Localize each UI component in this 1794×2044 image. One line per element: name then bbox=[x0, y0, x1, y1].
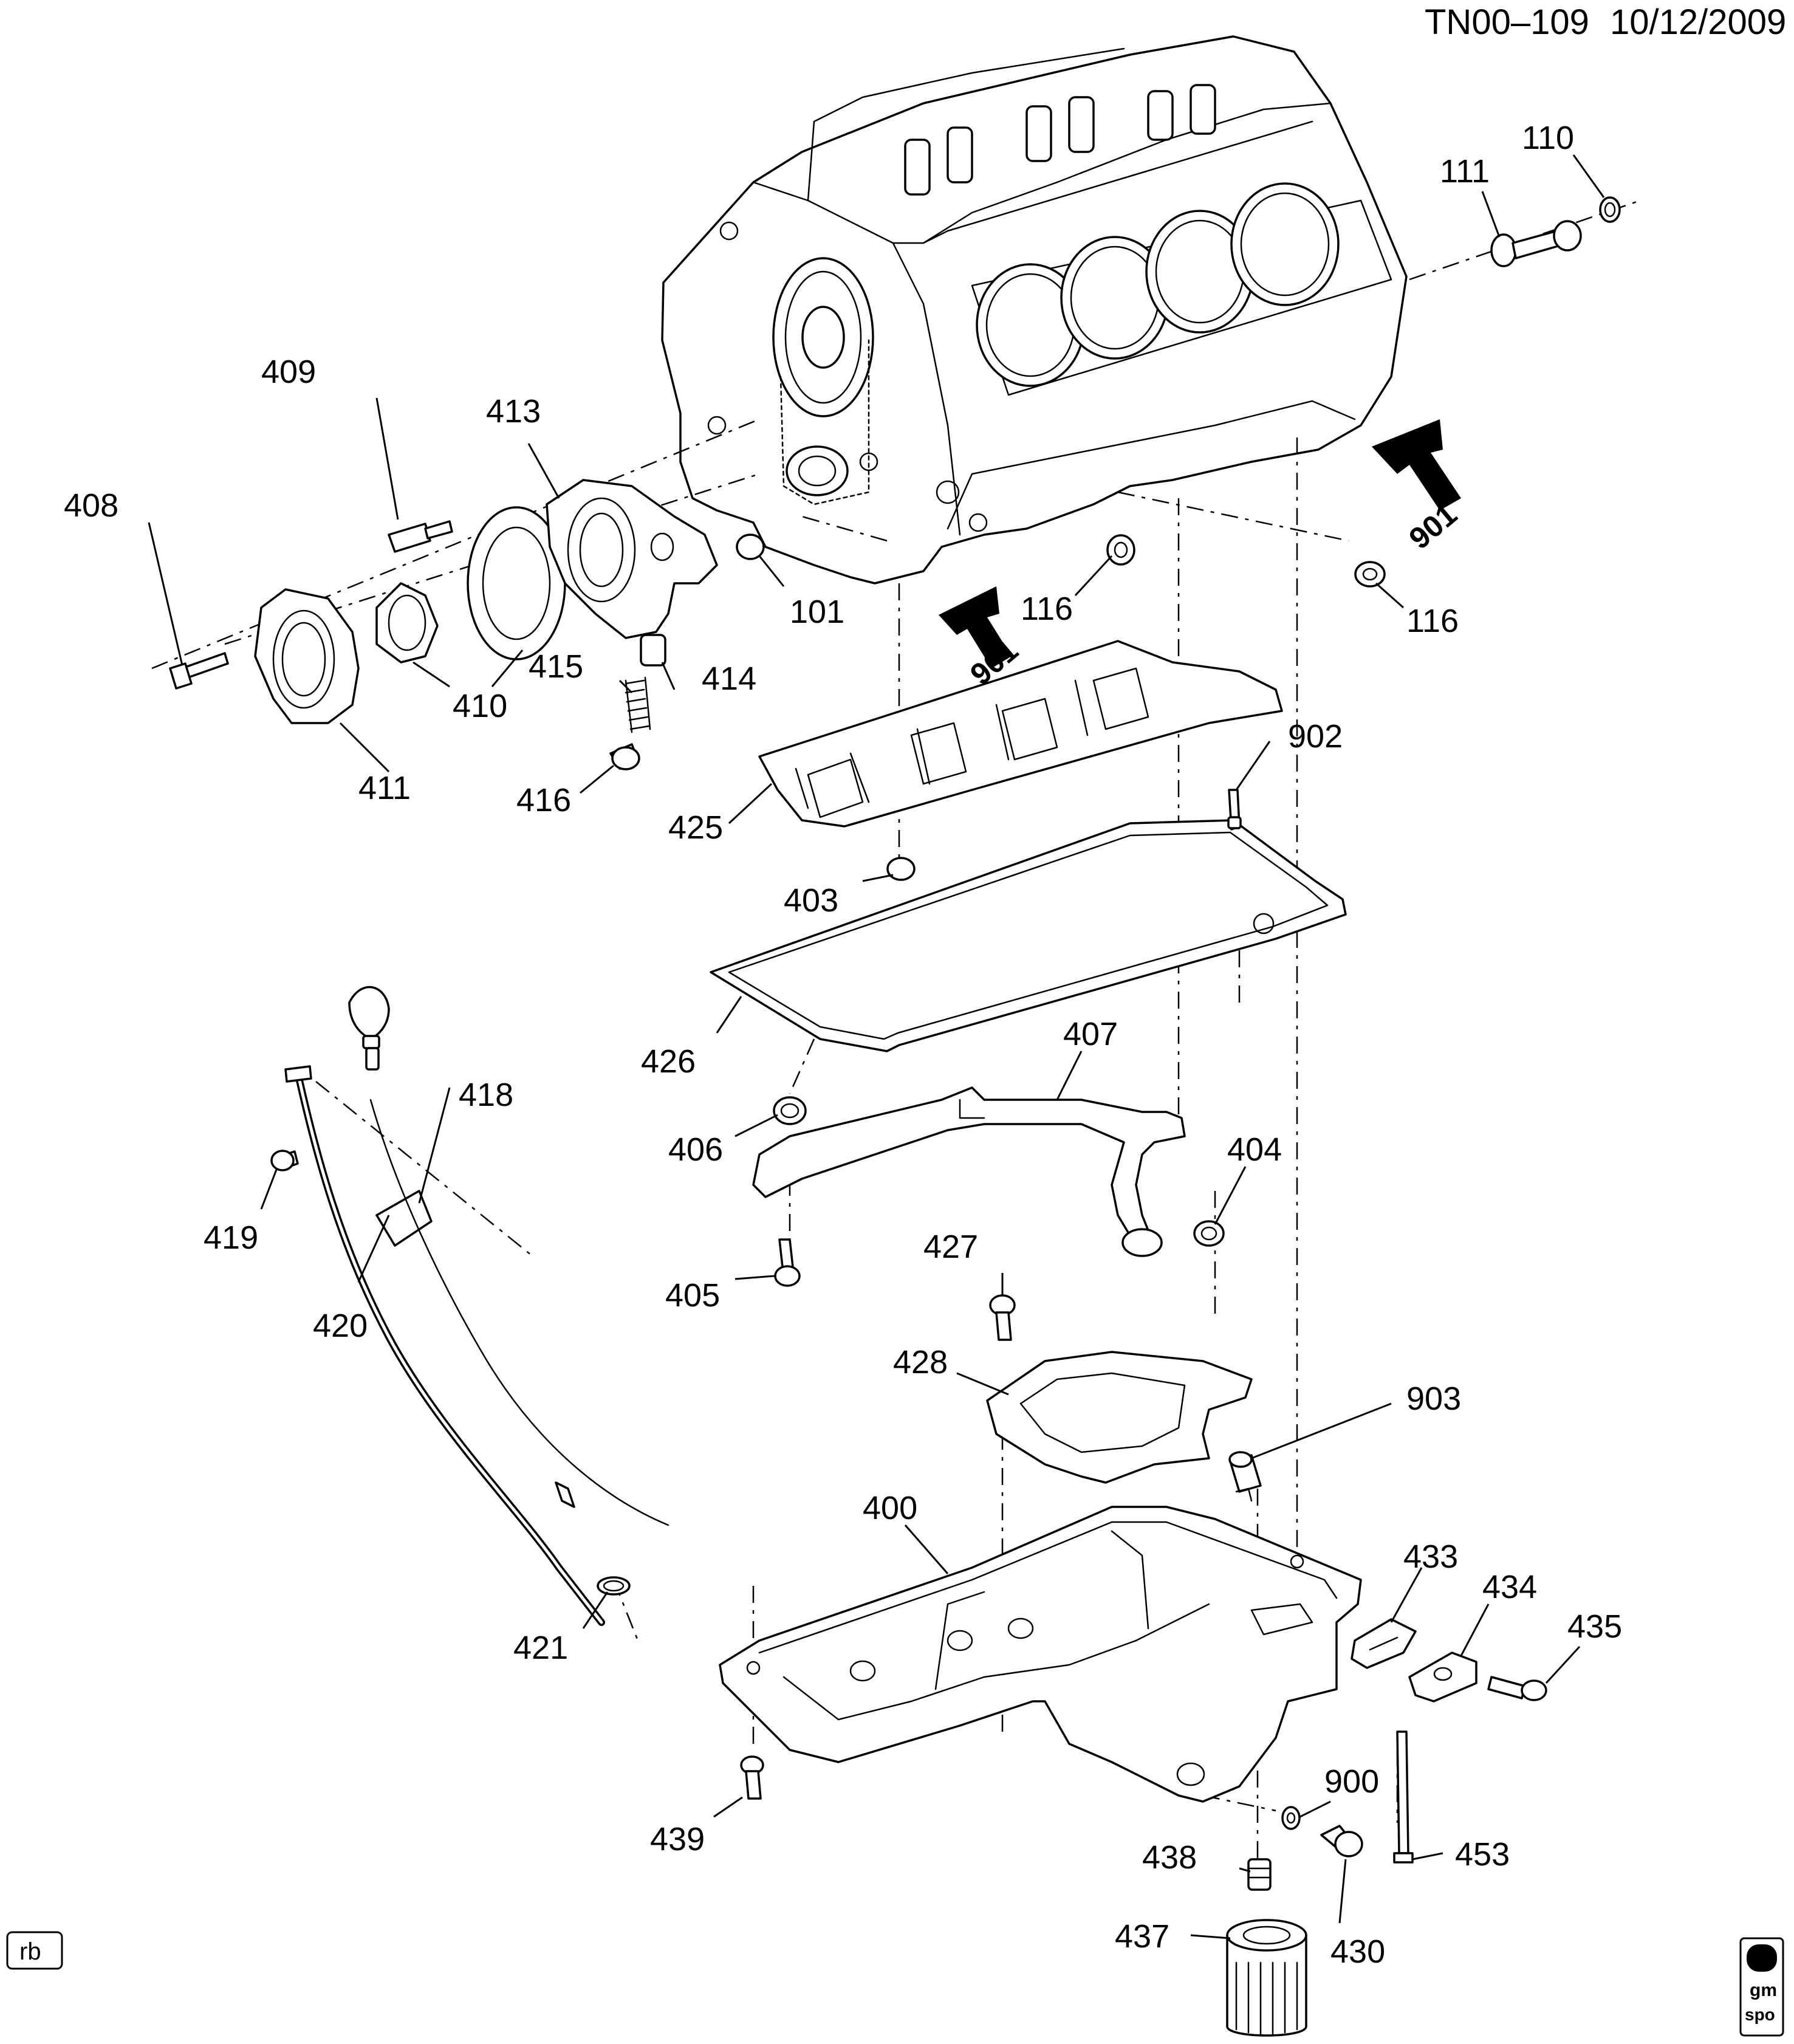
part-428-oil-baffle bbox=[986, 1351, 1253, 1484]
callout-405: 405 bbox=[665, 1277, 720, 1314]
callout-902: 902 bbox=[1288, 718, 1343, 755]
part-438-fitting bbox=[1247, 1858, 1272, 1891]
callout-409: 409 bbox=[261, 354, 316, 390]
part-101-plug bbox=[736, 533, 765, 560]
part-419-bolt bbox=[270, 1150, 299, 1171]
callout-439: 439 bbox=[650, 1821, 705, 1857]
spo-logo-text: spo bbox=[1745, 2005, 1775, 2024]
part-411-pump-cover bbox=[254, 588, 360, 724]
callout-438: 438 bbox=[1142, 1839, 1197, 1876]
diagram-code: TN00–109 bbox=[1425, 2, 1589, 42]
callout-411: 411 bbox=[358, 770, 411, 806]
part-406-o-ring bbox=[773, 1096, 807, 1125]
callout-420: 420 bbox=[313, 1308, 368, 1344]
callout-414: 414 bbox=[702, 660, 756, 697]
engine-block bbox=[661, 35, 1408, 585]
callout-400: 400 bbox=[863, 1490, 917, 1526]
part-415-spring bbox=[625, 676, 651, 733]
part-426-oil-pan-gasket bbox=[710, 819, 1347, 1052]
view-arrow-901-upper-label: 901 bbox=[1403, 497, 1464, 556]
part-433-gasket bbox=[1351, 1618, 1417, 1669]
callout-428: 428 bbox=[893, 1344, 948, 1380]
gm-spo-logo: gm spo bbox=[1739, 1937, 1784, 2037]
callout-418: 418 bbox=[459, 1077, 513, 1113]
part-425-oil-deflector bbox=[758, 640, 1283, 828]
callout-426: 426 bbox=[641, 1043, 696, 1080]
part-405-bolt bbox=[774, 1238, 801, 1287]
callout-labels: 101 110 111 116 116 400 403 404 405 406 … bbox=[64, 120, 1622, 1970]
callout-116-center: 116 bbox=[1021, 591, 1073, 627]
pickup-screen bbox=[1121, 1228, 1163, 1257]
cylinder-bore-4 bbox=[1230, 182, 1340, 306]
callout-403: 403 bbox=[784, 882, 838, 919]
callout-407: 407 bbox=[1063, 1016, 1118, 1052]
part-414-plug bbox=[640, 634, 666, 667]
callout-415: 415 bbox=[529, 648, 583, 685]
part-437-oil-filter bbox=[1226, 1919, 1307, 2037]
gm-logo-text: gm bbox=[1750, 1980, 1777, 2000]
part-903-oil-pressure-sensor bbox=[1228, 1451, 1262, 1502]
callout-421: 421 bbox=[513, 1630, 568, 1666]
part-413-pump-body bbox=[546, 479, 718, 639]
part-902-stud bbox=[1227, 789, 1242, 831]
callout-900: 900 bbox=[1324, 1763, 1379, 1800]
part-407-oil-pickup-tube bbox=[752, 1086, 1186, 1257]
diagram-date: 10/12/2009 bbox=[1610, 2, 1786, 42]
part-410-rotor bbox=[375, 582, 439, 664]
part-435-bolt bbox=[1487, 1676, 1547, 1701]
part-116-plug-center bbox=[1106, 534, 1135, 566]
callout-419: 419 bbox=[204, 1219, 258, 1256]
part-116-plug-right bbox=[1354, 561, 1386, 588]
crank-sprocket bbox=[786, 445, 849, 496]
callout-404: 404 bbox=[1227, 1131, 1282, 1168]
view-arrow-901-upper: 901 bbox=[1372, 419, 1464, 556]
callout-406: 406 bbox=[668, 1131, 723, 1168]
part-418-dipstick bbox=[348, 986, 669, 1526]
illustrator-initials: rb bbox=[19, 1938, 41, 1965]
callout-408: 408 bbox=[64, 487, 118, 524]
callout-430: 430 bbox=[1330, 1933, 1385, 1970]
callout-433: 433 bbox=[1403, 1538, 1458, 1575]
callout-434: 434 bbox=[1482, 1569, 1537, 1605]
callout-416: 416 bbox=[516, 782, 571, 818]
callout-903: 903 bbox=[1406, 1380, 1461, 1417]
part-439-bolt bbox=[740, 1755, 764, 1800]
part-416-valve bbox=[609, 743, 640, 770]
callout-101: 101 bbox=[790, 594, 844, 630]
callout-413: 413 bbox=[486, 393, 541, 430]
callout-110: 110 bbox=[1522, 120, 1574, 156]
part-427-bolt bbox=[989, 1294, 1016, 1341]
callout-425: 425 bbox=[668, 809, 723, 846]
part-403-nut bbox=[886, 857, 916, 881]
callout-427: 427 bbox=[923, 1229, 978, 1265]
part-110-washer bbox=[1599, 196, 1621, 223]
leader-lines bbox=[148, 154, 1605, 1939]
part-421-o-ring bbox=[597, 1576, 631, 1596]
dipstick-tube-bracket bbox=[375, 1190, 433, 1247]
callout-453: 453 bbox=[1455, 1836, 1510, 1873]
part-420-dipstick-tube bbox=[284, 1065, 605, 1626]
part-453-bolt bbox=[1393, 1730, 1414, 1864]
part-400-oil-pan bbox=[719, 1506, 1362, 1803]
callout-111: 111 bbox=[1440, 153, 1490, 190]
part-408-bolt bbox=[169, 652, 229, 690]
part-900-washer bbox=[1281, 1806, 1301, 1830]
part-430-drain-plug bbox=[1320, 1825, 1363, 1857]
part-404-nut bbox=[1193, 1220, 1225, 1247]
part-111-bolt bbox=[1490, 220, 1582, 267]
illustrator-initials-box: rb bbox=[6, 1931, 63, 1970]
callout-435: 435 bbox=[1567, 1608, 1622, 1645]
callout-437: 437 bbox=[1115, 1918, 1169, 1955]
part-409-bolt bbox=[388, 520, 453, 553]
callout-410: 410 bbox=[453, 688, 507, 724]
part-434-adapter bbox=[1408, 1651, 1477, 1703]
callout-116-right: 116 bbox=[1406, 603, 1459, 639]
